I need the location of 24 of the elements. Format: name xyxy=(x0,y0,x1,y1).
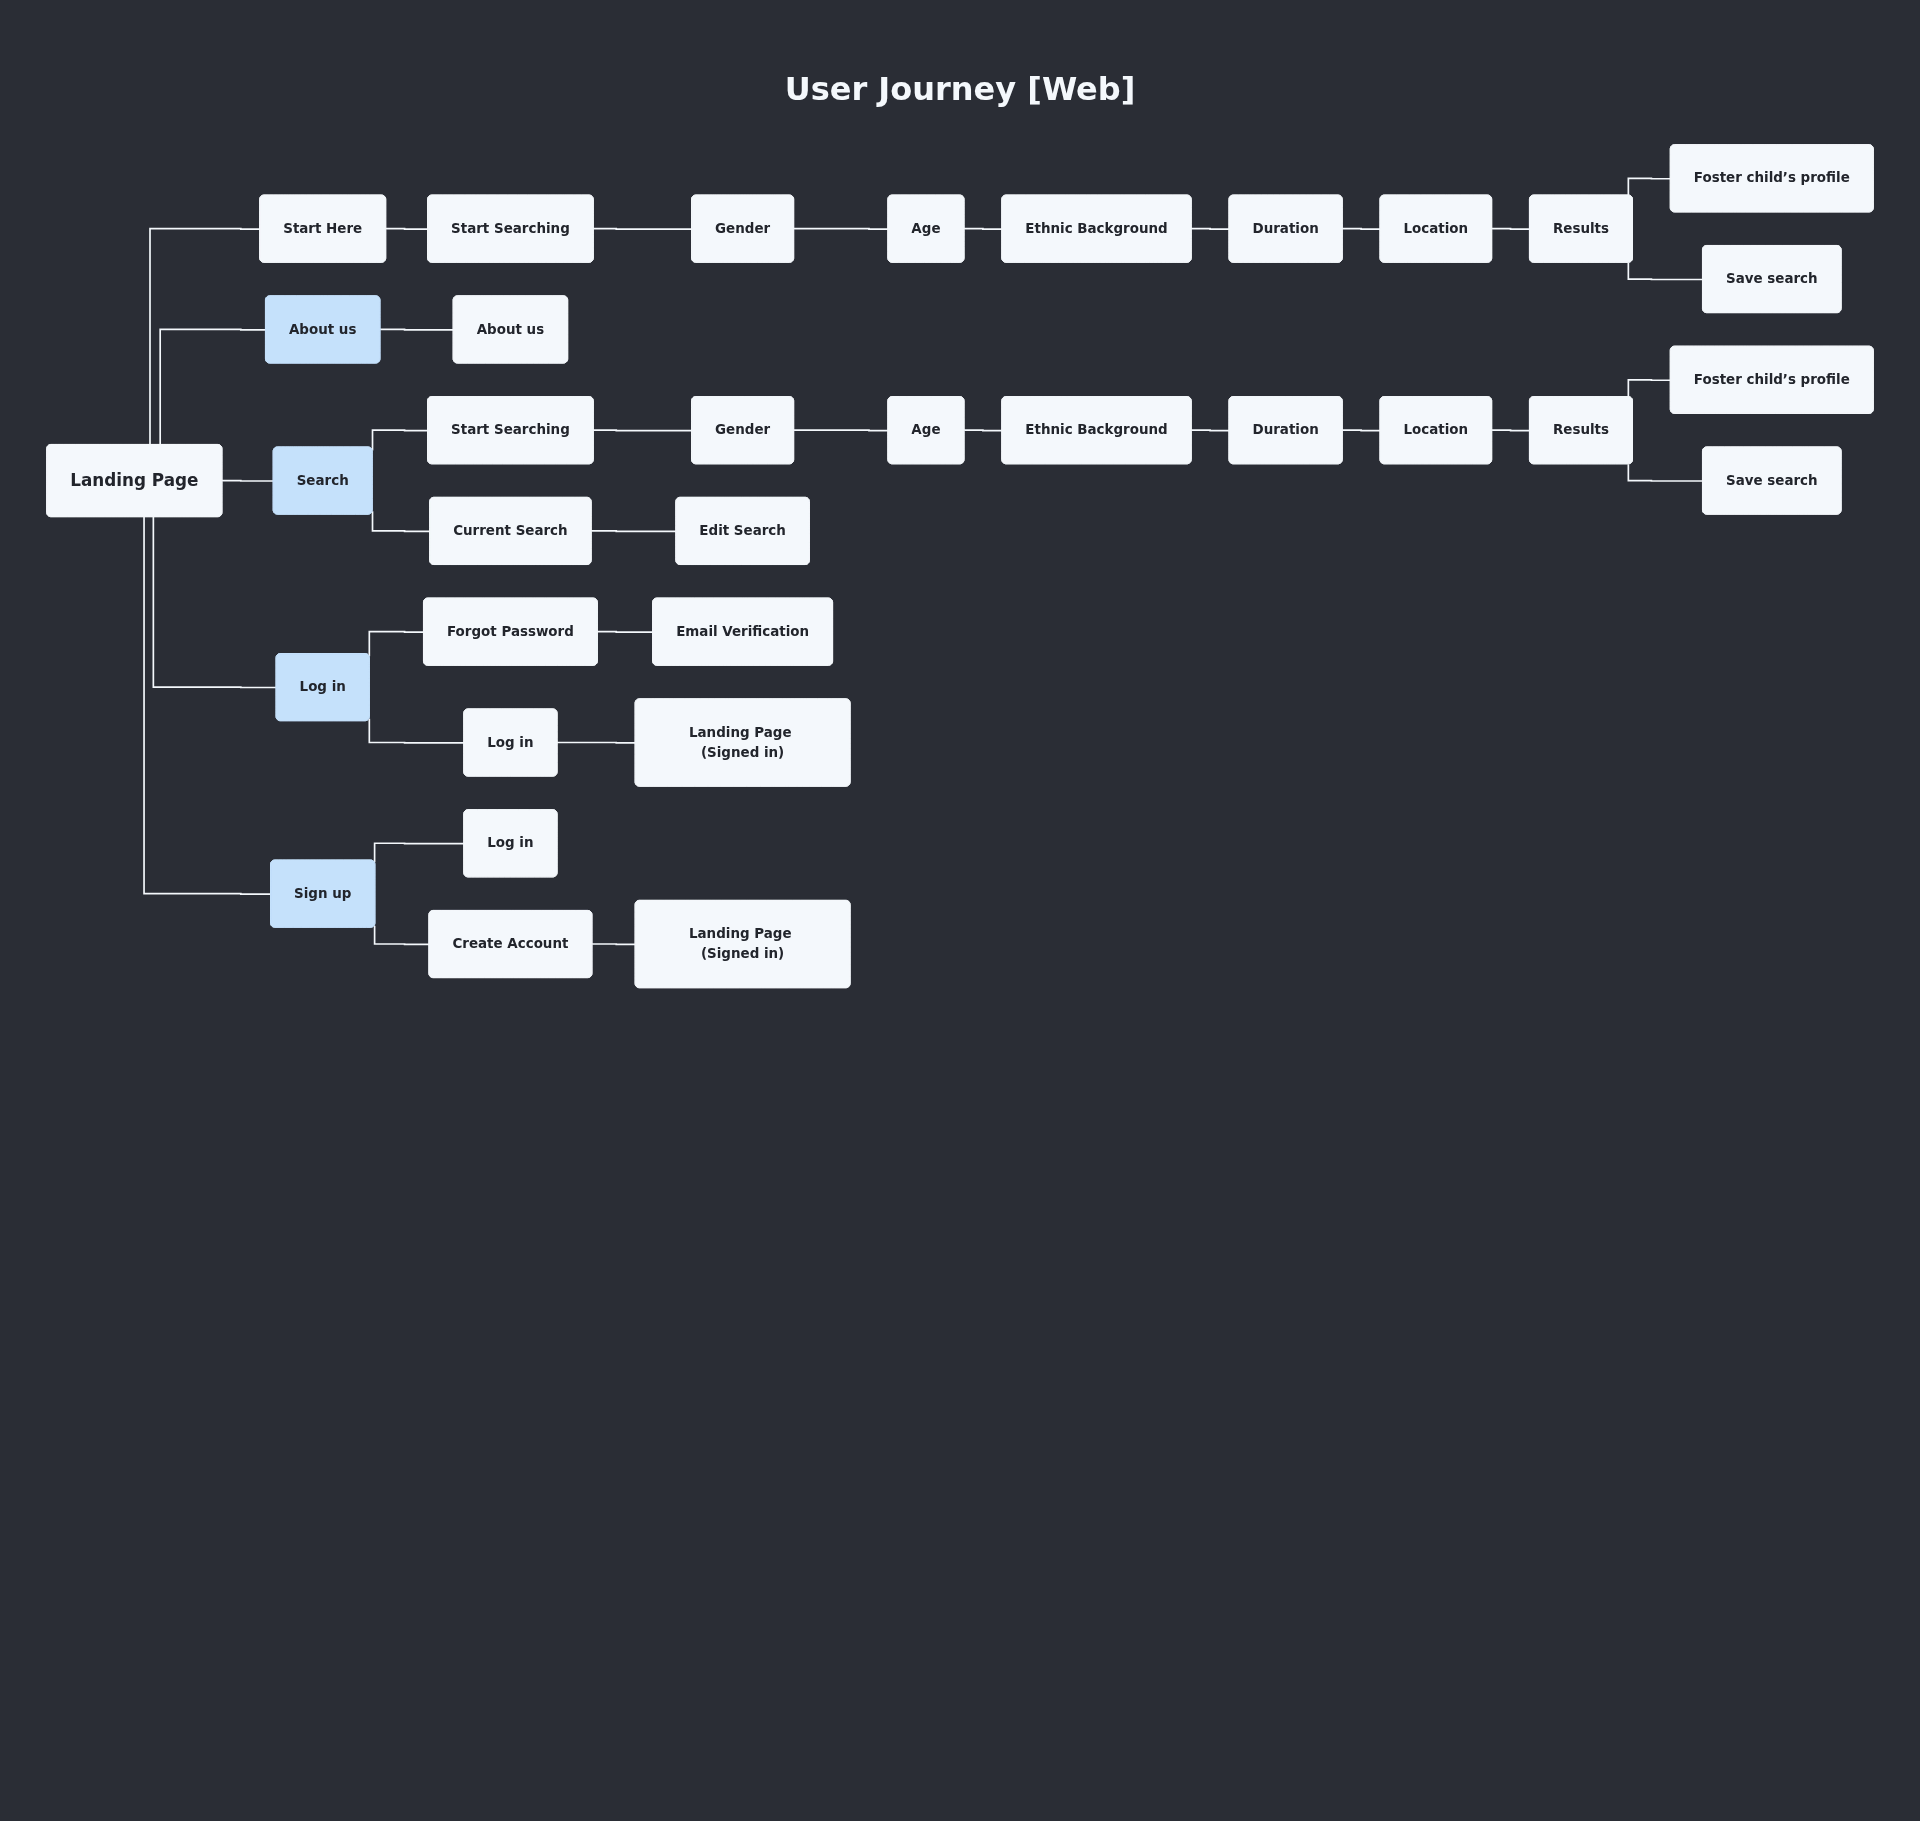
connector xyxy=(152,516,278,689)
connector xyxy=(1341,227,1382,230)
connector xyxy=(143,516,272,895)
connector xyxy=(1491,429,1531,432)
connector xyxy=(385,227,429,230)
connector xyxy=(368,630,425,658)
connector xyxy=(592,429,693,432)
connector xyxy=(149,227,261,446)
connector xyxy=(1627,261,1704,281)
connector xyxy=(371,510,431,533)
connector xyxy=(1627,177,1672,197)
connector xyxy=(1341,429,1382,432)
connector xyxy=(1491,227,1531,230)
connector xyxy=(1627,463,1704,482)
connector xyxy=(1627,378,1672,398)
connector xyxy=(371,429,429,452)
connector xyxy=(159,328,267,446)
connector xyxy=(221,479,275,482)
connector xyxy=(592,227,693,230)
connector xyxy=(556,741,637,744)
connector xyxy=(591,943,637,946)
connector xyxy=(596,630,654,633)
diagram-title: User Journey [Web] xyxy=(783,70,1137,108)
connector xyxy=(379,328,455,331)
